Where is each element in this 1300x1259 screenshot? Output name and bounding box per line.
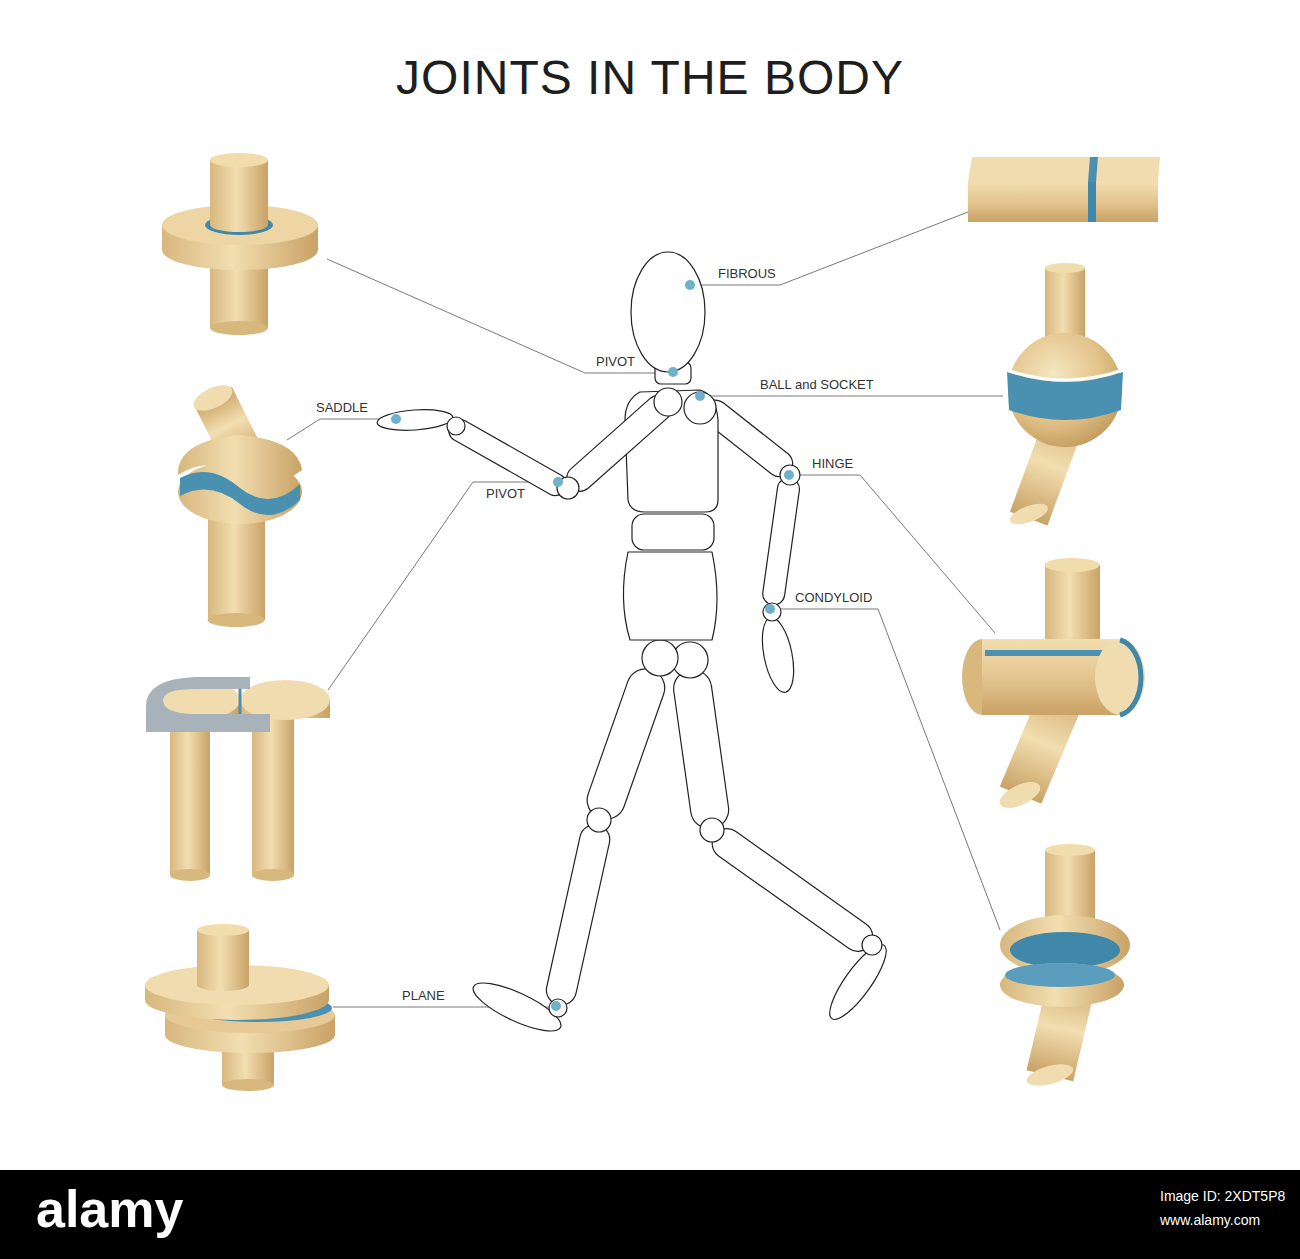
ball-socket-joint-model-part — [1007, 370, 1123, 380]
plane-joint-model-part — [222, 1079, 274, 1091]
mannequin-figure-part — [761, 476, 801, 606]
mannequin-figure-part — [684, 392, 716, 424]
mannequin-figure-part — [780, 465, 800, 485]
mannequin-figure-part — [632, 514, 714, 550]
pivot-joint-model-part — [210, 153, 268, 167]
saddle-joint-model-part — [190, 380, 237, 416]
mannequin-figure-part — [468, 974, 567, 1040]
mannequin-figure-part — [763, 603, 781, 621]
pivot-ring-joint-model — [146, 677, 330, 881]
condyloid-joint-model — [1000, 844, 1130, 1090]
leader-lines-part — [328, 482, 558, 690]
hinge-joint-model-part — [996, 777, 1044, 814]
fibrous-joint-model-part — [968, 157, 1160, 182]
saddle-joint-model-part — [178, 435, 302, 484]
hinge-joint-model-part — [1120, 640, 1141, 715]
pivot-ring-joint-model-part — [170, 869, 210, 881]
mannequin-figure-part — [376, 407, 453, 432]
mannequin-figure-part — [671, 667, 731, 831]
hinge-joint-model-part — [1095, 639, 1145, 715]
watermark-url: www.alamy.com — [1160, 1212, 1260, 1228]
ball-socket-joint-model-part — [1008, 333, 1122, 447]
mannequin-figure-part — [642, 640, 678, 676]
pivot-ring-joint-model-part — [146, 677, 270, 732]
joint-label: PIVOT — [596, 355, 635, 370]
plane-joint-model-part — [197, 930, 249, 991]
hinge-joint-model-part — [1045, 558, 1100, 572]
fibrous-joint-model-part — [1088, 182, 1096, 222]
mannequin-figure-part — [821, 938, 894, 1026]
diagram-title: JOINTS IN THE BODY — [396, 50, 904, 105]
ball-socket-joint-model — [1007, 263, 1123, 528]
mannequin-figure-part — [631, 252, 705, 372]
ball-socket-joint-model-part — [1045, 268, 1085, 338]
fibrous-joint-model-part — [1088, 157, 1098, 182]
joint-label: PIVOT — [486, 487, 525, 502]
watermark-bar — [0, 1170, 1300, 1259]
plane-joint-model-part — [197, 924, 249, 936]
pivot-ring-joint-model-part — [252, 869, 294, 881]
joint-label: FIBROUS — [718, 267, 776, 282]
mannequin-figure-part — [549, 999, 567, 1017]
mannequin-figure-part — [582, 664, 670, 825]
joint-dots-part — [784, 470, 794, 480]
mannequin-figure-part — [706, 823, 878, 958]
fibrous-joint-model — [968, 157, 1160, 222]
joint-dots-part — [391, 414, 401, 424]
joint-dots-part — [695, 391, 705, 401]
hinge-joint-model-part — [985, 650, 1113, 656]
hinge-joint-model-part — [1045, 565, 1100, 645]
condyloid-joint-model-part — [1010, 932, 1120, 968]
pivot-joint-model — [162, 153, 318, 335]
mannequin-figure-part — [447, 417, 465, 435]
saddle-joint-model-part — [208, 613, 265, 627]
joint-dots-part — [765, 604, 775, 614]
leader-lines-part — [700, 396, 1003, 397]
condyloid-joint-model-part — [1045, 844, 1095, 856]
condyloid-joint-model-part — [1000, 963, 1124, 1007]
mannequin-figure-part — [862, 935, 882, 955]
joint-dots-part — [553, 477, 563, 487]
leader-lines-part — [327, 259, 673, 373]
fibrous-joint-model-part — [968, 182, 1158, 222]
pivot-ring-joint-model-part — [252, 715, 294, 875]
watermark-logo: alamy — [36, 1180, 183, 1240]
joint-dots-part — [685, 280, 695, 290]
ball-socket-joint-model-part — [1045, 263, 1085, 273]
mannequin-figure-part — [654, 388, 682, 416]
saddle-joint-model — [178, 380, 302, 627]
joint-dots — [391, 280, 794, 1011]
joint-label: HINGE — [812, 457, 853, 472]
joint-label: PLANE — [402, 989, 445, 1004]
pivot-joint-model-part — [210, 160, 268, 232]
pivot-ring-joint-model-part — [170, 715, 210, 875]
joint-dots-part — [668, 367, 678, 377]
leader-lines-part — [690, 212, 968, 285]
joint-label: BALL and SOCKET — [760, 378, 874, 393]
pivot-joint-model-part — [210, 321, 268, 335]
condyloid-joint-model-part — [1024, 1060, 1075, 1090]
joint-dots-part — [551, 1001, 561, 1011]
mannequin-figure-part — [757, 615, 799, 695]
joint-label: CONDYLOID — [795, 591, 872, 606]
mannequin-figure — [376, 252, 894, 1040]
condyloid-joint-model-part — [1005, 963, 1115, 987]
mannequin-figure-part — [544, 822, 613, 1008]
ball-socket-joint-model-part — [1007, 500, 1050, 529]
joint-label: SADDLE — [316, 401, 368, 416]
mannequin-figure-part — [623, 552, 717, 640]
hinge-joint-model — [962, 558, 1145, 813]
mannequin-figure-part — [587, 808, 611, 832]
mannequin-figure-part — [700, 818, 724, 842]
watermark-id: Image ID: 2XDT5P8 — [1160, 1188, 1285, 1204]
leader-lines — [287, 212, 1003, 1007]
plane-joint-model — [145, 924, 335, 1091]
